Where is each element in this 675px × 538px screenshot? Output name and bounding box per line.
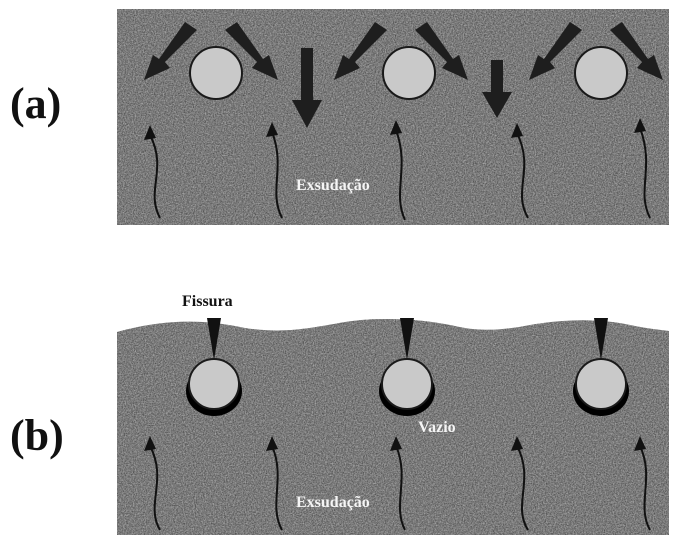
aggregate-particle bbox=[190, 47, 242, 99]
panel-a-label: (a) bbox=[10, 79, 61, 128]
aggregate-particle bbox=[382, 359, 432, 409]
aggregate-particle bbox=[575, 47, 627, 99]
aggregate-particle bbox=[576, 359, 626, 409]
panel-b: Vazio Exsudação bbox=[117, 318, 669, 535]
panel-b-crack-label: Fissura bbox=[182, 293, 233, 310]
panel-b-label: (b) bbox=[10, 411, 64, 460]
aggregate-particle bbox=[189, 359, 239, 409]
panel-a-exudation-label: Exsudação bbox=[296, 177, 370, 194]
panel-a: Exsudação bbox=[117, 9, 669, 225]
panel-b-void-label: Vazio bbox=[418, 419, 456, 436]
aggregate-particle bbox=[383, 47, 435, 99]
panel-b-exudation-label: Exsudação bbox=[296, 494, 370, 511]
